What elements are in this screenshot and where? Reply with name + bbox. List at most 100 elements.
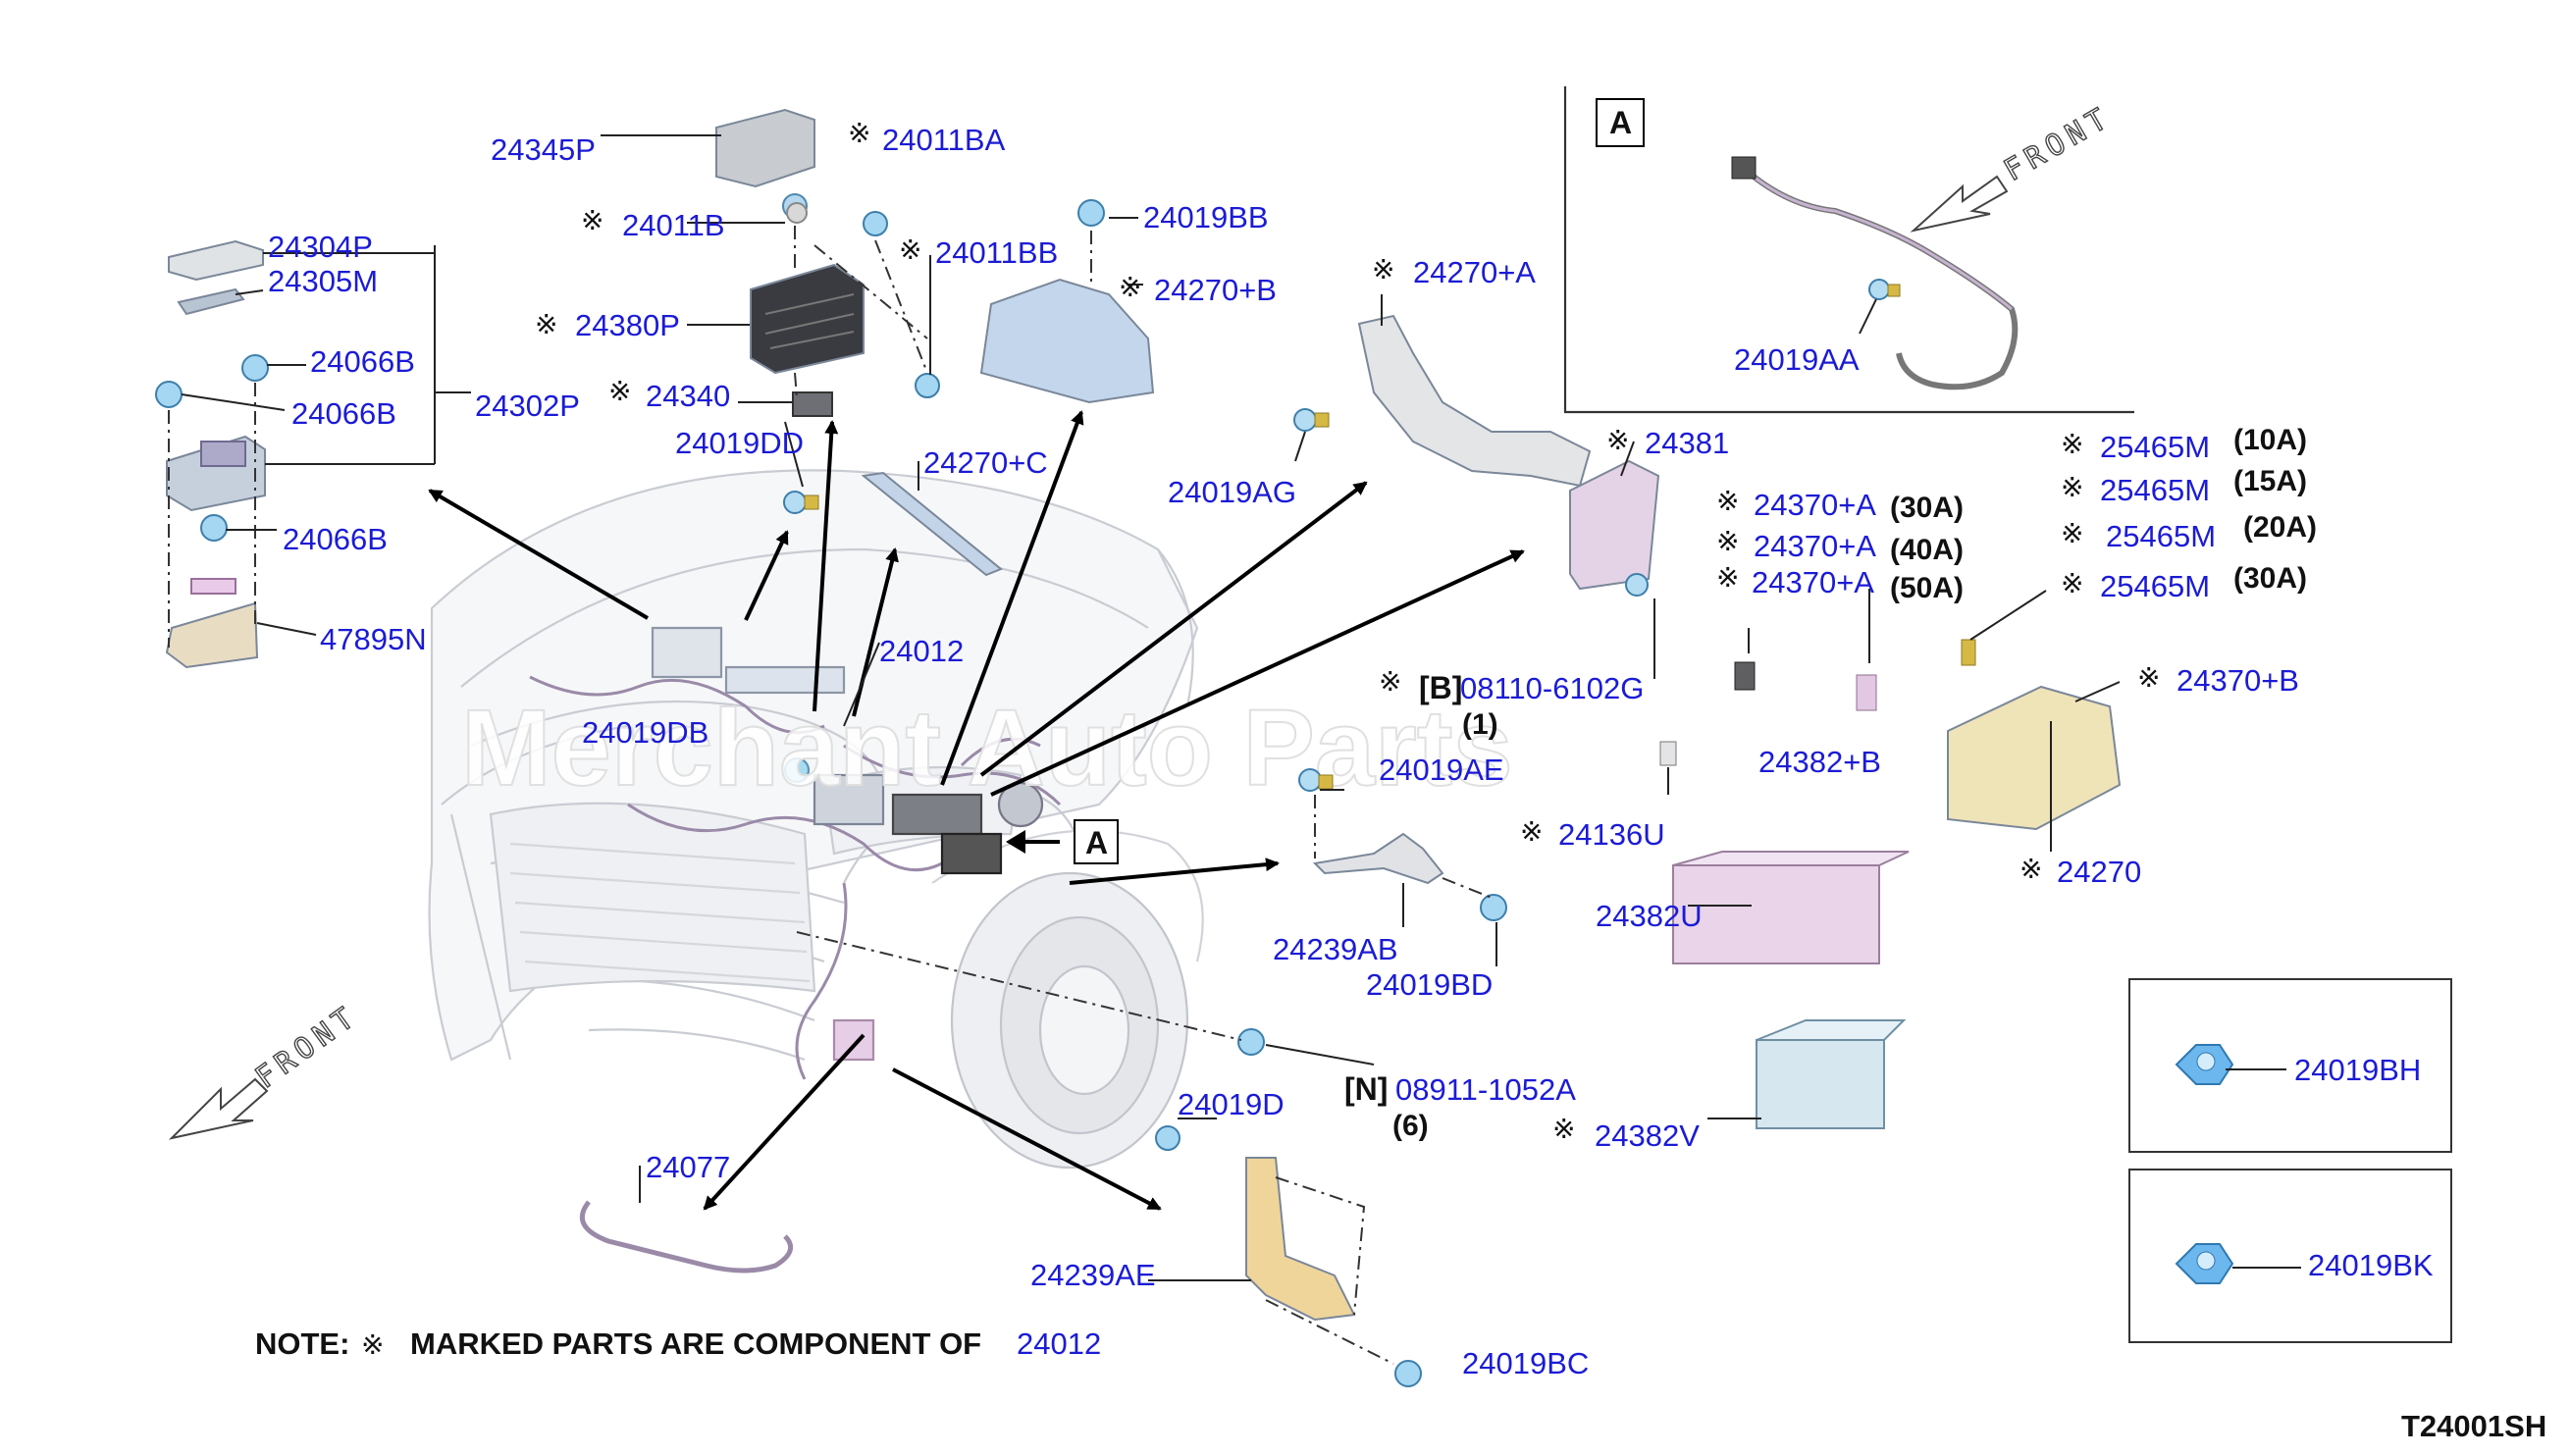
part-24239AB-shape bbox=[1312, 832, 1444, 885]
mark-24340: ※ bbox=[608, 375, 631, 407]
amp-rating-30A-fuse: (30A) bbox=[2233, 562, 2307, 595]
label-24239AB[interactable]: 24239AB bbox=[1273, 932, 1398, 966]
part-24304P-shape bbox=[168, 239, 264, 282]
label-24382B[interactable]: 24382+B bbox=[1758, 745, 1881, 779]
mark-24381: ※ bbox=[1606, 424, 1629, 456]
bolt-icon bbox=[1293, 408, 1317, 432]
vehicle-front-illustration bbox=[428, 469, 1204, 1170]
label-08911-1052A[interactable]: 08911-1052A bbox=[1395, 1072, 1576, 1107]
label-24019DD[interactable]: 24019DD bbox=[675, 426, 804, 460]
mark-24380P: ※ bbox=[535, 308, 557, 340]
label-24382V[interactable]: 24382V bbox=[1595, 1118, 1700, 1153]
label-24066B-1[interactable]: 24066B bbox=[310, 344, 415, 379]
note-prefix: NOTE: bbox=[255, 1326, 349, 1361]
part-24382U-shape bbox=[1672, 864, 1880, 964]
mark-24370B: ※ bbox=[2137, 661, 2160, 694]
arrow-to-24270B bbox=[940, 410, 1084, 786]
mark-24011B: ※ bbox=[581, 204, 603, 236]
label-24270A[interactable]: 24270+A bbox=[1413, 255, 1536, 289]
label-24370A-2[interactable]: 24370+A bbox=[1754, 529, 1876, 563]
label-24019BK[interactable]: 24019BK bbox=[2308, 1248, 2434, 1282]
label-25465M-2[interactable]: 25465M bbox=[2100, 473, 2210, 507]
label-08110-6102G[interactable]: 08110-6102G bbox=[1460, 671, 1644, 705]
label-24019AA[interactable]: 24019AA bbox=[1734, 342, 1860, 377]
label-24011B[interactable]: 24011B bbox=[622, 208, 725, 242]
mark-24370A-2: ※ bbox=[1716, 525, 1739, 557]
front-direction-indicator: FRONT bbox=[168, 998, 366, 1140]
label-24019AE[interactable]: 24019AE bbox=[1379, 753, 1504, 787]
fastener-code-n: [N] bbox=[1344, 1071, 1388, 1107]
label-24270B[interactable]: 24270+B bbox=[1154, 273, 1277, 307]
nut-icon bbox=[915, 373, 940, 398]
label-24270[interactable]: 24270 bbox=[2057, 855, 2141, 889]
amp-rating-30A: (30A) bbox=[1890, 492, 1964, 524]
part-group-middle-brackets bbox=[796, 768, 1507, 1151]
mark-24270: ※ bbox=[2019, 853, 2042, 885]
part-group-lower bbox=[579, 1157, 1422, 1387]
part-24077-shape bbox=[579, 1200, 794, 1274]
amp-rating-50A: (50A) bbox=[1890, 572, 1964, 604]
label-24370A-1[interactable]: 24370+A bbox=[1754, 488, 1876, 522]
label-24011BA[interactable]: 24011BA bbox=[882, 123, 1006, 157]
part-group-upper-left bbox=[601, 108, 1155, 727]
label-24019BB[interactable]: 24019BB bbox=[1143, 200, 1269, 234]
label-47895N[interactable]: 47895N bbox=[320, 622, 427, 656]
nut-icon bbox=[155, 381, 183, 408]
label-24345P[interactable]: 24345P bbox=[491, 132, 596, 167]
fuse-icon bbox=[1734, 661, 1756, 691]
label-24066B-3[interactable]: 24066B bbox=[283, 522, 388, 556]
nut-icon bbox=[241, 354, 269, 382]
label-25465M-3[interactable]: 25465M bbox=[2106, 519, 2216, 553]
label-24019DB[interactable]: 24019DB bbox=[582, 715, 708, 750]
note-part[interactable]: 24012 bbox=[1017, 1326, 1101, 1361]
label-24370B[interactable]: 24370+B bbox=[2177, 663, 2299, 698]
part-24239AE-shape bbox=[1245, 1157, 1356, 1322]
label-24305M[interactable]: 24305M bbox=[268, 264, 378, 298]
view-a-callout[interactable]: A bbox=[1074, 819, 1119, 864]
nut-icon bbox=[863, 211, 888, 236]
mark-24370A-3: ※ bbox=[1716, 561, 1739, 594]
label-24019BH[interactable]: 24019BH bbox=[2294, 1053, 2421, 1087]
bolt-icon bbox=[1868, 279, 1890, 300]
label-24019AG[interactable]: 24019AG bbox=[1168, 475, 1296, 509]
label-24239AE[interactable]: 24239AE bbox=[1030, 1258, 1156, 1292]
fastener-qty-n: (6) bbox=[1392, 1110, 1429, 1142]
label-25465M-1[interactable]: 25465M bbox=[2100, 430, 2210, 464]
view-a-inset-label: A bbox=[1609, 105, 1632, 140]
amp-rating-40A: (40A) bbox=[1890, 534, 1964, 566]
label-24381[interactable]: 24381 bbox=[1645, 426, 1729, 460]
label-24077[interactable]: 24077 bbox=[646, 1150, 730, 1184]
nut-icon bbox=[1480, 894, 1507, 921]
mark-24270A: ※ bbox=[1372, 253, 1394, 286]
view-a-callout-label: A bbox=[1085, 825, 1108, 860]
label-24370A-3[interactable]: 24370+A bbox=[1752, 565, 1874, 599]
arrow-to-24239AE bbox=[892, 1067, 1162, 1211]
part-47895N-shape bbox=[165, 601, 259, 669]
label-24019BD[interactable]: 24019BD bbox=[1366, 967, 1493, 1002]
front-label: FRONT bbox=[249, 998, 365, 1095]
nut-icon bbox=[1155, 1125, 1180, 1151]
mark-24011BA: ※ bbox=[848, 117, 870, 149]
part-24305M-shape bbox=[177, 287, 245, 316]
note-symbol: ※ bbox=[361, 1328, 384, 1361]
label-24340[interactable]: 24340 bbox=[646, 379, 730, 413]
part-group-upper-right bbox=[1293, 294, 1660, 679]
front-arrow-icon bbox=[1910, 175, 2009, 233]
fuse-icon bbox=[1659, 741, 1677, 766]
label-24382U[interactable]: 24382U bbox=[1596, 899, 1703, 933]
label-24011BB[interactable]: 24011BB bbox=[935, 235, 1058, 270]
label-24019D[interactable]: 24019D bbox=[1178, 1087, 1285, 1121]
label-24380P[interactable]: 24380P bbox=[575, 308, 680, 342]
label-24302P[interactable]: 24302P bbox=[475, 389, 580, 423]
label-24019BC[interactable]: 24019BC bbox=[1462, 1346, 1589, 1380]
label-24136U[interactable]: 24136U bbox=[1558, 817, 1665, 852]
label-24066B-2[interactable]: 24066B bbox=[291, 396, 396, 431]
label-24012[interactable]: 24012 bbox=[879, 634, 964, 668]
mark-24011BB: ※ bbox=[899, 234, 921, 266]
amp-rating-15A: (15A) bbox=[2233, 465, 2307, 497]
part-24270C-shape bbox=[861, 471, 1003, 577]
label-24304P[interactable]: 24304P bbox=[268, 230, 373, 264]
inset-front-label: FRONT bbox=[1999, 99, 2119, 187]
label-24270C[interactable]: 24270+C bbox=[923, 445, 1048, 480]
label-25465M-4[interactable]: 25465M bbox=[2100, 569, 2210, 603]
